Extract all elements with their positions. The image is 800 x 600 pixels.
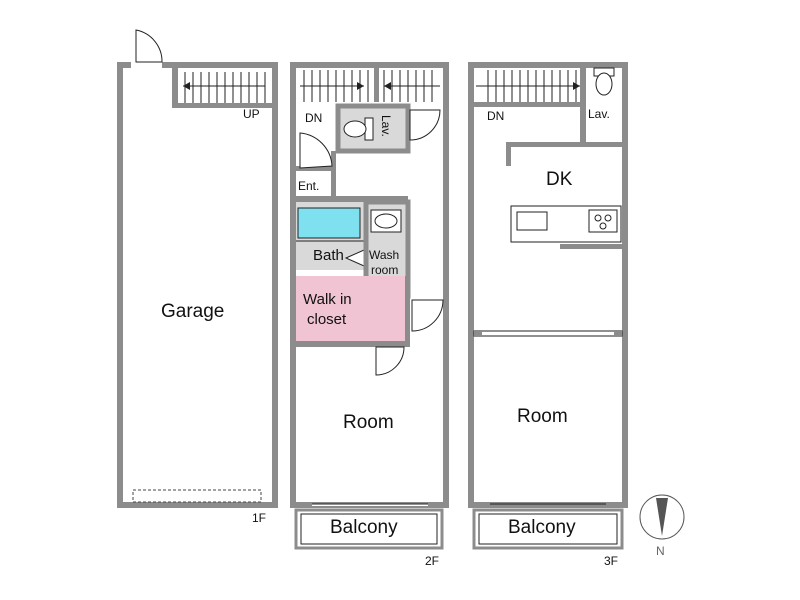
garage-shutter bbox=[132, 489, 262, 503]
lav-label-3f: Lav. bbox=[588, 107, 610, 121]
balcony-2f bbox=[294, 508, 444, 550]
wash-basin-icon bbox=[370, 209, 402, 233]
stair-3f bbox=[476, 70, 580, 102]
stair-dn-label-3f: DN bbox=[487, 109, 504, 123]
balcony-label-3f: Balcony bbox=[508, 517, 576, 538]
entrance-label: Ent. bbox=[298, 179, 319, 193]
walk-in-closet-label-line2: closet bbox=[307, 311, 347, 328]
lav-label-2f: Lav. bbox=[379, 115, 393, 137]
floor-label-2f: 2F bbox=[425, 554, 439, 568]
garage-door-icon bbox=[135, 29, 163, 63]
stair-1f bbox=[183, 72, 266, 103]
floor-2f: DN UP Lav. Ent. Bath Wash room bbox=[290, 62, 449, 568]
toilet-icon bbox=[343, 117, 374, 141]
room-label-2f: Room bbox=[343, 412, 394, 433]
floor-1f: UP Garage 1F bbox=[117, 29, 278, 525]
floor-3f: DN Lav. DK Room Balcony 3F bbox=[468, 62, 628, 568]
floor-label-1f: 1F bbox=[252, 511, 266, 525]
balcony-3f bbox=[472, 508, 624, 550]
stair-dn-label-2f: DN bbox=[305, 111, 322, 125]
compass-icon: N bbox=[639, 494, 685, 558]
garage-label: Garage bbox=[161, 301, 224, 322]
bathtub-icon bbox=[297, 207, 361, 239]
floor-label-3f: 3F bbox=[604, 554, 618, 568]
wash-room-label-line2: room bbox=[371, 263, 398, 277]
bath-label: Bath bbox=[313, 247, 344, 264]
kitchen-counter bbox=[510, 205, 622, 243]
stair-up-label-1f: UP bbox=[243, 107, 260, 121]
wash-room-label-line1: Wash bbox=[369, 248, 399, 262]
stair-2f bbox=[300, 70, 440, 102]
walk-in-closet-label-line1: Walk in bbox=[303, 291, 352, 308]
dk-label: DK bbox=[546, 169, 573, 190]
balcony-label-2f: Balcony bbox=[330, 517, 398, 538]
toilet-icon bbox=[593, 67, 615, 96]
compass-north-label: N bbox=[656, 544, 665, 558]
room-label-3f: Room bbox=[517, 406, 568, 427]
